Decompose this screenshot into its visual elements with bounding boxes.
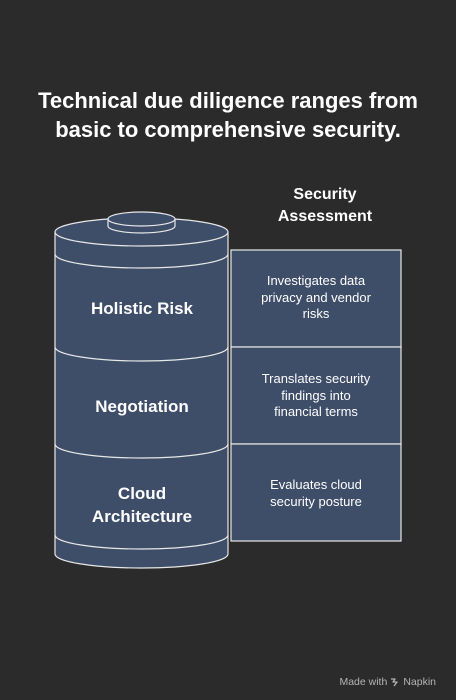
description-negotiation: Translates security findings into financ…	[231, 371, 401, 421]
layer-separator-top	[54, 253, 229, 269]
description-line: Evaluates cloud	[270, 477, 362, 492]
layer-label-negotiation: Negotiation	[56, 395, 228, 418]
layer-separator-lower	[54, 443, 229, 459]
layer-label-line: Cloud	[117, 484, 167, 503]
description-holistic-risk: Investigates data privacy and vendor ris…	[231, 273, 401, 323]
description-box-negotiation	[230, 346, 402, 445]
layer-label-line: Negotiation	[95, 397, 189, 416]
description-cloud-architecture: Evaluates cloud security posture	[231, 477, 401, 510]
description-line: privacy and vendor	[261, 289, 371, 305]
description-box-cloud-architecture	[230, 443, 402, 542]
description-line: Investigates data	[266, 273, 366, 288]
title-line-2: basic to comprehensive security.	[55, 117, 401, 142]
layer-label-cloud-architecture: Cloud Architecture	[56, 482, 228, 528]
layer-separator-upper	[54, 346, 229, 362]
description-line: findings into	[281, 387, 351, 403]
title-line-1: Technical due diligence ranges from	[38, 88, 418, 113]
cylinder-cap-top	[107, 211, 176, 227]
column-header-line-2: Assessment	[277, 208, 373, 225]
watermark-brand: Napkin	[403, 676, 436, 688]
diagram-title: Technical due diligence ranges from basi…	[0, 86, 456, 144]
cylinder-body	[54, 231, 229, 569]
description-line: Translates security	[261, 371, 371, 386]
layer-label-holistic-risk: Holistic Risk	[56, 297, 228, 320]
description-line: risks	[302, 306, 330, 321]
layer-label-line: Holistic Risk	[90, 299, 194, 318]
description-line: security posture	[270, 493, 362, 509]
layer-separator-bottom	[54, 534, 229, 550]
description-line: financial terms	[274, 404, 358, 419]
napkin-logo-icon	[390, 677, 400, 687]
watermark: Made with Napkin	[339, 676, 436, 688]
column-header: Security Assessment	[250, 184, 400, 228]
watermark-prefix: Made with	[339, 676, 388, 688]
layer-label-line: Architecture	[91, 507, 193, 526]
column-header-line-1: Security	[293, 186, 357, 203]
